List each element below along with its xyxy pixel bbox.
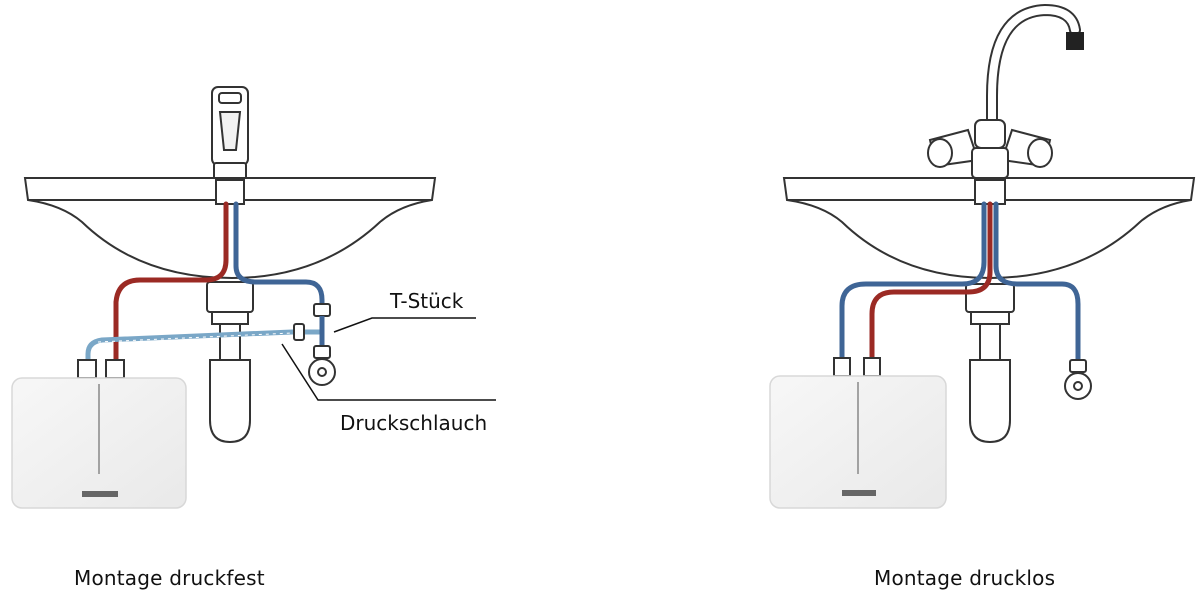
cold-water-pipe <box>233 201 325 315</box>
t-piece-leader <box>333 317 476 333</box>
water-heater-icon <box>11 359 187 509</box>
cold-water-pipe <box>839 201 987 363</box>
tap-shank <box>974 179 1006 205</box>
t-piece-icon <box>293 303 331 350</box>
pressure-hose-leader <box>281 343 496 401</box>
t-piece-label: T-Stück <box>389 289 464 313</box>
single-lever-mixer-icon <box>211 86 249 180</box>
tap-shank <box>215 179 245 205</box>
aerator-icon <box>1066 32 1084 50</box>
water-heater-icon <box>769 357 947 509</box>
hot-water-pipe <box>869 201 993 363</box>
siphon-icon <box>206 281 254 444</box>
left-panel: T-Stück Druckschlauch <box>11 86 496 509</box>
pressure-hose <box>85 329 323 375</box>
hot-water-pipe <box>113 201 229 375</box>
angle-valve-icon <box>1064 359 1092 400</box>
two-handle-mixer-icon <box>927 119 1053 179</box>
left-caption: Montage druckfest <box>74 566 265 590</box>
cold-water-supply-pipe <box>993 201 1081 365</box>
siphon-icon <box>965 283 1015 444</box>
angle-valve-icon <box>308 345 336 386</box>
pressure-hose-label: Druckschlauch <box>340 411 487 435</box>
right-caption: Montage drucklos <box>874 566 1056 590</box>
right-panel <box>769 3 1196 509</box>
